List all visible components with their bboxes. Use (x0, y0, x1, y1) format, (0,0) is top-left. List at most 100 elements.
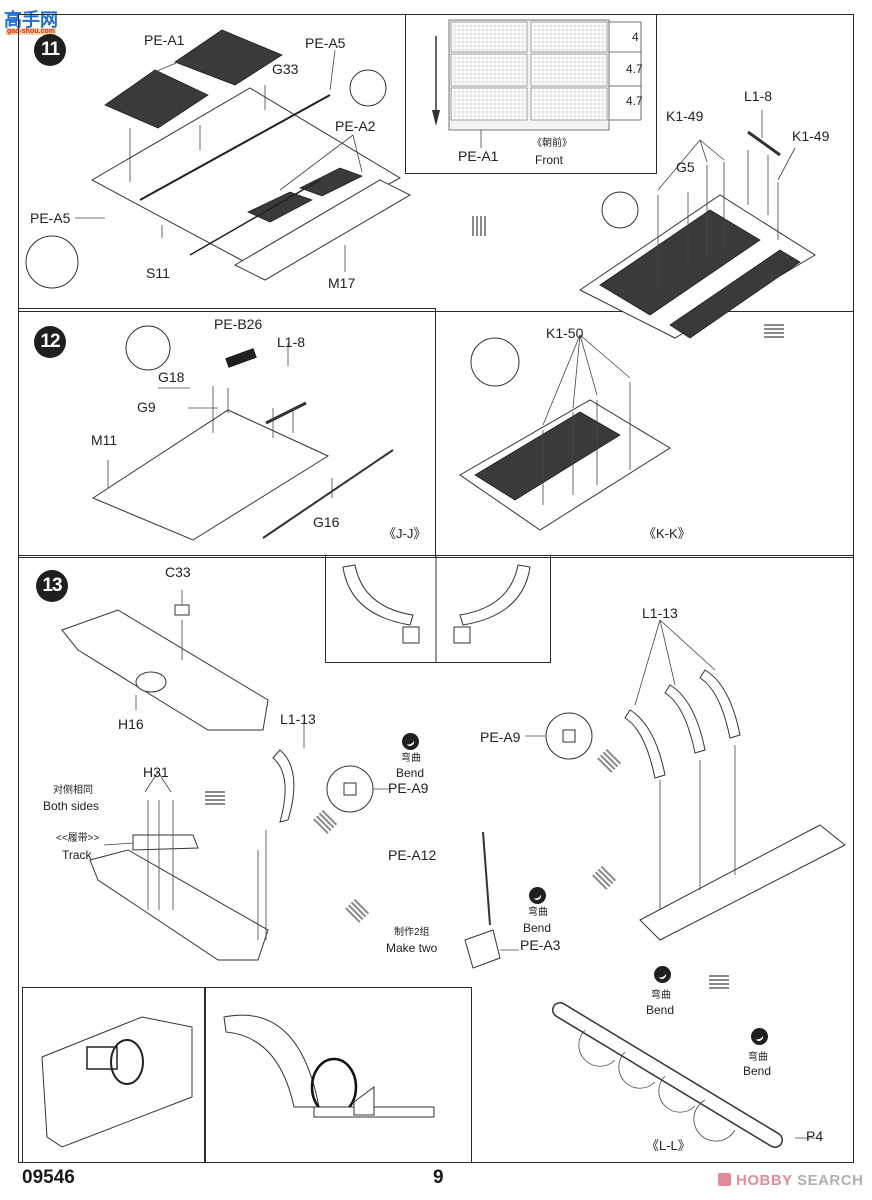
hobby-search-watermark: HOBBY SEARCH (718, 1172, 863, 1189)
label-g9: G9 (137, 399, 156, 415)
label-bend-cn: 弯曲 (401, 753, 421, 764)
l1-13-orientation-inset (325, 555, 551, 663)
kk-diagram (459, 334, 671, 531)
step-number-11: 11 (34, 34, 66, 66)
bend-icon (402, 733, 419, 750)
label-pe-a12: PE-A12 (388, 847, 437, 863)
pe-a2-mesh-2 (298, 167, 364, 197)
front-arrow-icon (432, 110, 440, 126)
label-both-sides-en: Both sides (43, 799, 100, 813)
track-hull-part (89, 849, 269, 961)
pe-a2-mesh-1 (247, 191, 313, 223)
label-s11: S11 (146, 265, 170, 281)
step13-diagram-right (624, 619, 846, 941)
pe-a9-callout-right (525, 712, 593, 760)
inset-direction-en: Front (535, 153, 564, 167)
label-l1-13-left: L1-13 (280, 711, 316, 727)
detail-callout-right (349, 69, 387, 107)
label-make-two-cn: 制作2组 (394, 927, 430, 938)
label-h16: H16 (118, 716, 144, 732)
label-pe-b26: PE-B26 (214, 316, 263, 332)
label-bend-en: Bend (396, 766, 425, 780)
detail-callout-left (25, 235, 79, 289)
label-ll-bend-a-en: Bend (646, 1003, 675, 1017)
label-pe-a3: PE-A3 (520, 937, 561, 953)
pe-a1-front-diagram (432, 19, 642, 148)
mesh-panel (530, 21, 608, 53)
l1-13-part-left (272, 749, 295, 823)
step12-kk-frame (434, 308, 854, 558)
view-label-ll: 《L-L》 (646, 1138, 691, 1153)
track-part (132, 834, 199, 851)
step-number-12: 12 (34, 326, 66, 358)
step12-diagram (91, 325, 394, 541)
flow-arrow-down-icon-2 (205, 791, 225, 811)
pe-a9-callout-left (326, 765, 390, 813)
site-logo: 高手网 gao-shou.com (4, 6, 66, 36)
l1-13-part-c (699, 669, 741, 739)
pe-b26-part (225, 348, 257, 368)
view-label-jj: 《J-J》 (383, 526, 427, 541)
pe-a12-pe-a3-diagram (464, 831, 519, 969)
label-h31: H31 (143, 764, 169, 780)
bend-icon-ll-a (654, 966, 671, 983)
h16-hull-part (61, 609, 269, 731)
pe-a3-part (464, 929, 501, 969)
bottom-detail-drawing-2 (223, 1014, 435, 1118)
inset-direction-cn: 《朝前》 (532, 138, 572, 149)
label-l1-13-right: L1-13 (642, 605, 678, 621)
hobby-search-logo-icon (718, 1173, 731, 1186)
pe-a1-mesh-2 (174, 29, 283, 86)
label-l1-8-step11: L1-8 (744, 88, 773, 104)
hull-floor-part (639, 824, 846, 941)
dimension-2: 4.7 (626, 62, 643, 76)
label-track-cn: <<履带>> (56, 833, 100, 844)
bottom-left-detail-1 (22, 987, 206, 1163)
l1-13-part-b (664, 684, 706, 754)
label-pe-a9-right: PE-A9 (480, 729, 521, 745)
label-m17: M17 (328, 275, 356, 291)
label-both-sides-cn: 对侧相同 (53, 785, 93, 796)
product-code: 09546 (22, 1167, 75, 1188)
label-ll-bend-a-cn: 弯曲 (651, 990, 671, 1001)
label-pe-a2: PE-A2 (335, 118, 376, 134)
step11-diagram (25, 29, 412, 289)
bottom-left-detail-2 (204, 987, 472, 1163)
site-logo-sub: gao-shou.com (6, 28, 56, 35)
label-track-en: Track (62, 848, 92, 862)
label-g16: G16 (313, 514, 340, 530)
label-pe-a5-left: PE-A5 (30, 210, 71, 226)
step11-front-inset (405, 14, 657, 174)
label-k1-49-right: K1-49 (792, 128, 830, 144)
mesh-panel (450, 21, 528, 53)
k1-50-detail-callout (470, 337, 520, 387)
flow-arrow-down-icon-3 (709, 975, 729, 995)
pe-a1-mesh-1 (104, 69, 209, 129)
flow-arrow-down-icon (764, 324, 784, 344)
step-number-13: 13 (36, 570, 68, 602)
flow-arrow-right-icon (472, 216, 492, 236)
label-ll-bend-b-cn: 弯曲 (748, 1052, 768, 1063)
label-ll-bend-b-en: Bend (743, 1064, 772, 1078)
view-label-kk: 《K-K》 (643, 526, 691, 541)
label-k1-50: K1-50 (546, 325, 584, 341)
label-pe-a9-left: PE-A9 (388, 780, 429, 796)
label-make-two-en: Make two (386, 941, 438, 955)
bracket-part (86, 1046, 118, 1070)
label-bend2-en: Bend (523, 921, 552, 935)
inset-label-pe-a1: PE-A1 (458, 148, 499, 164)
watermark-brand-right: SEARCH (792, 1172, 864, 1189)
k1-49-detail-callout (601, 191, 639, 229)
bottom-detail-drawing-1 (41, 1016, 193, 1148)
label-g33: G33 (272, 61, 299, 77)
label-l1-8-step12: L1-8 (277, 334, 306, 350)
watermark-brand-left: HOBBY (736, 1172, 793, 1189)
label-c33: C33 (165, 564, 191, 580)
dimension-3: 4.7 (626, 94, 643, 108)
label-pe-a1: PE-A1 (144, 32, 185, 48)
page-number: 9 (433, 1167, 444, 1188)
ll-diagram (552, 1002, 815, 1148)
site-logo-text: 高手网 (4, 10, 58, 30)
label-p4: P4 (806, 1128, 824, 1144)
step13-diagram-left (61, 590, 305, 961)
